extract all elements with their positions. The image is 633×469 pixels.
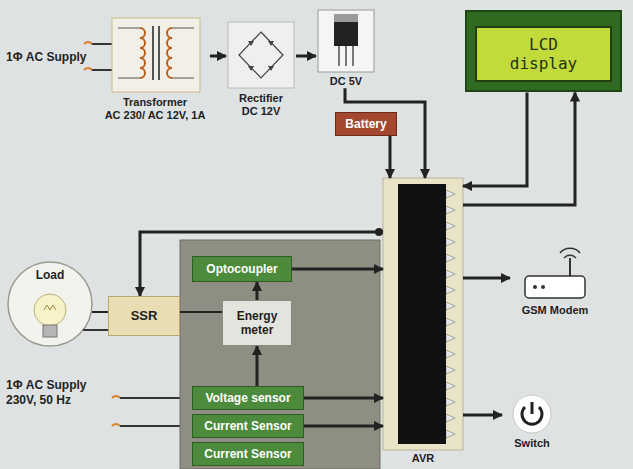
avr-controller: AVR [383,178,463,465]
signal-arrow [256,346,259,386]
signal-arrow [389,136,392,178]
regulator-block: DC 5V [316,10,376,88]
transformer-symbol [112,18,200,92]
node-text: DC 5V [330,75,362,88]
signal-arrow [463,92,575,205]
supply-wires [84,42,192,426]
node-text: Load [36,268,65,282]
switch-block: Switch [502,392,562,450]
load-bulb: Load [8,262,92,346]
signal-arrow [296,55,316,58]
gsm-modem-icon [525,248,585,298]
node-text: Optocoupler [206,262,277,276]
node-text: Current Sensor [204,419,291,433]
transformer-block: TransformerAC 230/ AC 12V, 1A [100,18,210,122]
energy-meter-box: Energy meter [222,300,292,346]
lcd-display: LCD display [465,10,622,92]
signal-arrow [256,282,259,300]
node-text: Switch [514,437,549,450]
power-switch-icon [513,395,551,433]
node-text: Rectifier [239,92,283,105]
battery-box: Battery [335,112,397,136]
signal-arrow [140,232,383,296]
node-text: DC 12V [242,105,281,118]
signal-arrow [463,414,502,417]
signal-arrow [210,55,226,58]
node-text: Voltage sensor [205,391,290,405]
optocoupler-box: Optocoupler [192,256,292,282]
voltage-regulator-symbol [318,10,374,72]
supply-label: 1Φ AC Supply [6,50,92,65]
signal-arrow [304,397,383,400]
node-text: SSR [131,308,158,324]
current-sensor-box: Current Sensor [192,414,304,438]
signal-arrow [292,268,383,271]
power-wire [92,311,108,313]
signal-arrow [304,425,383,428]
node-text: Current Sensor [204,447,291,461]
gsm-modem-block: GSM Modem [510,250,600,317]
signal-arrow [463,277,510,280]
junction-dot [375,228,383,236]
node-text: LCD display [475,26,612,82]
node-text: AVR [412,452,434,465]
microcontroller-chip [383,178,463,450]
node-text: AC 230/ AC 12V, 1A [105,109,206,122]
power-wire [180,311,222,313]
node-text: Energy meter [227,309,287,338]
bulb-illustration [8,262,92,346]
bridge-rectifier-symbol [228,22,294,88]
rectifier-block: RectifierDC 12V [226,22,296,118]
voltage-sensor-box: Voltage sensor [192,386,304,410]
current-sensor-box: Current Sensor [192,442,304,466]
metering-panel [180,240,380,469]
ssr-box: SSR [108,296,180,336]
node-text: Transformer [123,96,187,109]
node-text: GSM Modem [522,304,589,317]
node-text: Battery [345,117,386,131]
supply-label: 1Φ AC Supply 230V, 50 Hz [6,378,112,408]
signal-arrow [463,92,527,186]
